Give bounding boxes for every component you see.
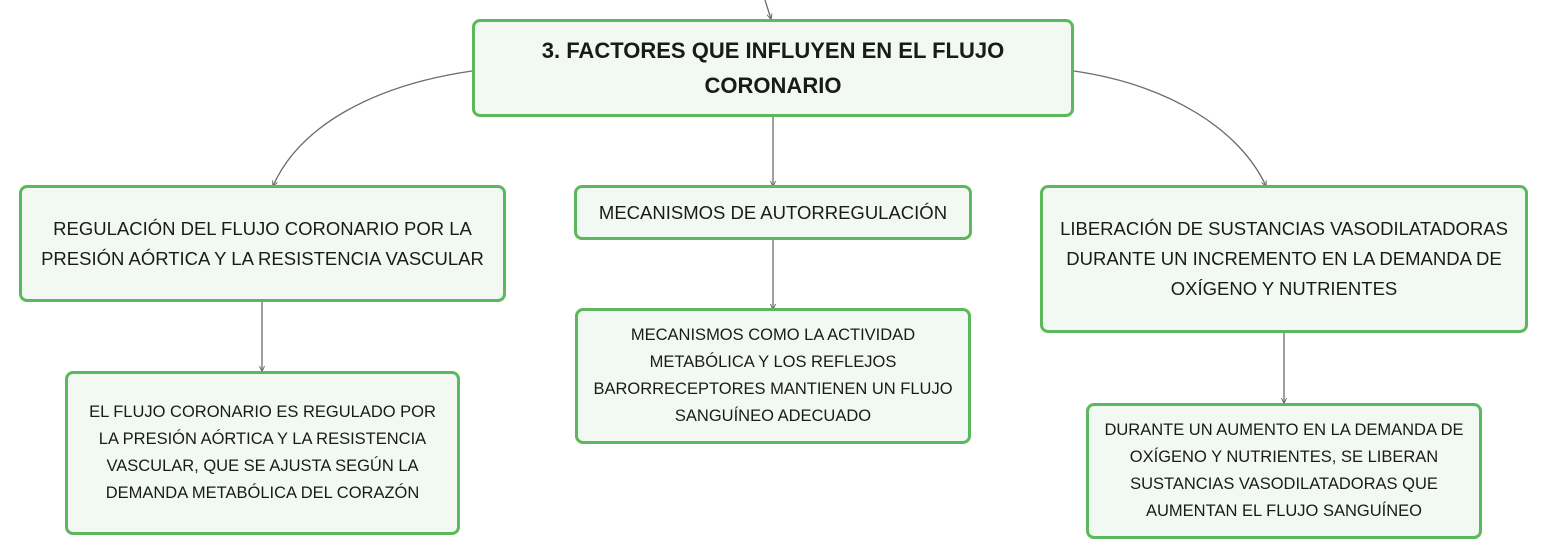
subtopic-label: DURANTE UN AUMENTO EN LA DEMANDA DE OXÍG…	[1104, 421, 1464, 520]
connector-incoming-top	[764, 0, 771, 19]
subtopic-label: EL FLUJO CORONARIO ES REGULADO POR LA PR…	[89, 403, 436, 502]
topic-label: MECANISMOS DE AUTORREGULACIÓN	[598, 201, 948, 223]
subtopic-vasodilatadoras-detalle[interactable]: DURANTE UN AUMENTO EN LA DEMANDA DE OXÍG…	[1086, 403, 1482, 539]
connector-root-to-branch-3	[1073, 70, 1266, 186]
topic-mecanismos-autorregulacion[interactable]: MECANISMOS DE AUTORREGULACIÓN	[574, 185, 972, 240]
connector-root-to-branch-1	[273, 70, 473, 186]
topic-regulacion-presion-aortica[interactable]: REGULACIÓN DEL FLUJO CORONARIO POR LA PR…	[19, 185, 506, 302]
subtopic-autorregulacion-detalle[interactable]: MECANISMOS COMO LA ACTIVIDAD METABÓLICA …	[575, 308, 971, 444]
root-topic[interactable]: 3. FACTORES QUE INFLUYEN EN EL FLUJO COR…	[472, 19, 1074, 117]
subtopic-regulacion-detalle[interactable]: EL FLUJO CORONARIO ES REGULADO POR LA PR…	[65, 371, 460, 535]
root-topic-label: 3. FACTORES QUE INFLUYEN EN EL FLUJO COR…	[541, 38, 1005, 98]
topic-liberacion-sustancias-vasodilatadoras[interactable]: LIBERACIÓN DE SUSTANCIAS VASODILATADORAS…	[1040, 185, 1528, 333]
topic-label: REGULACIÓN DEL FLUJO CORONARIO POR LA PR…	[41, 217, 484, 269]
subtopic-label: MECANISMOS COMO LA ACTIVIDAD METABÓLICA …	[593, 326, 953, 425]
topic-label: LIBERACIÓN DE SUSTANCIAS VASODILATADORAS…	[1060, 218, 1508, 299]
